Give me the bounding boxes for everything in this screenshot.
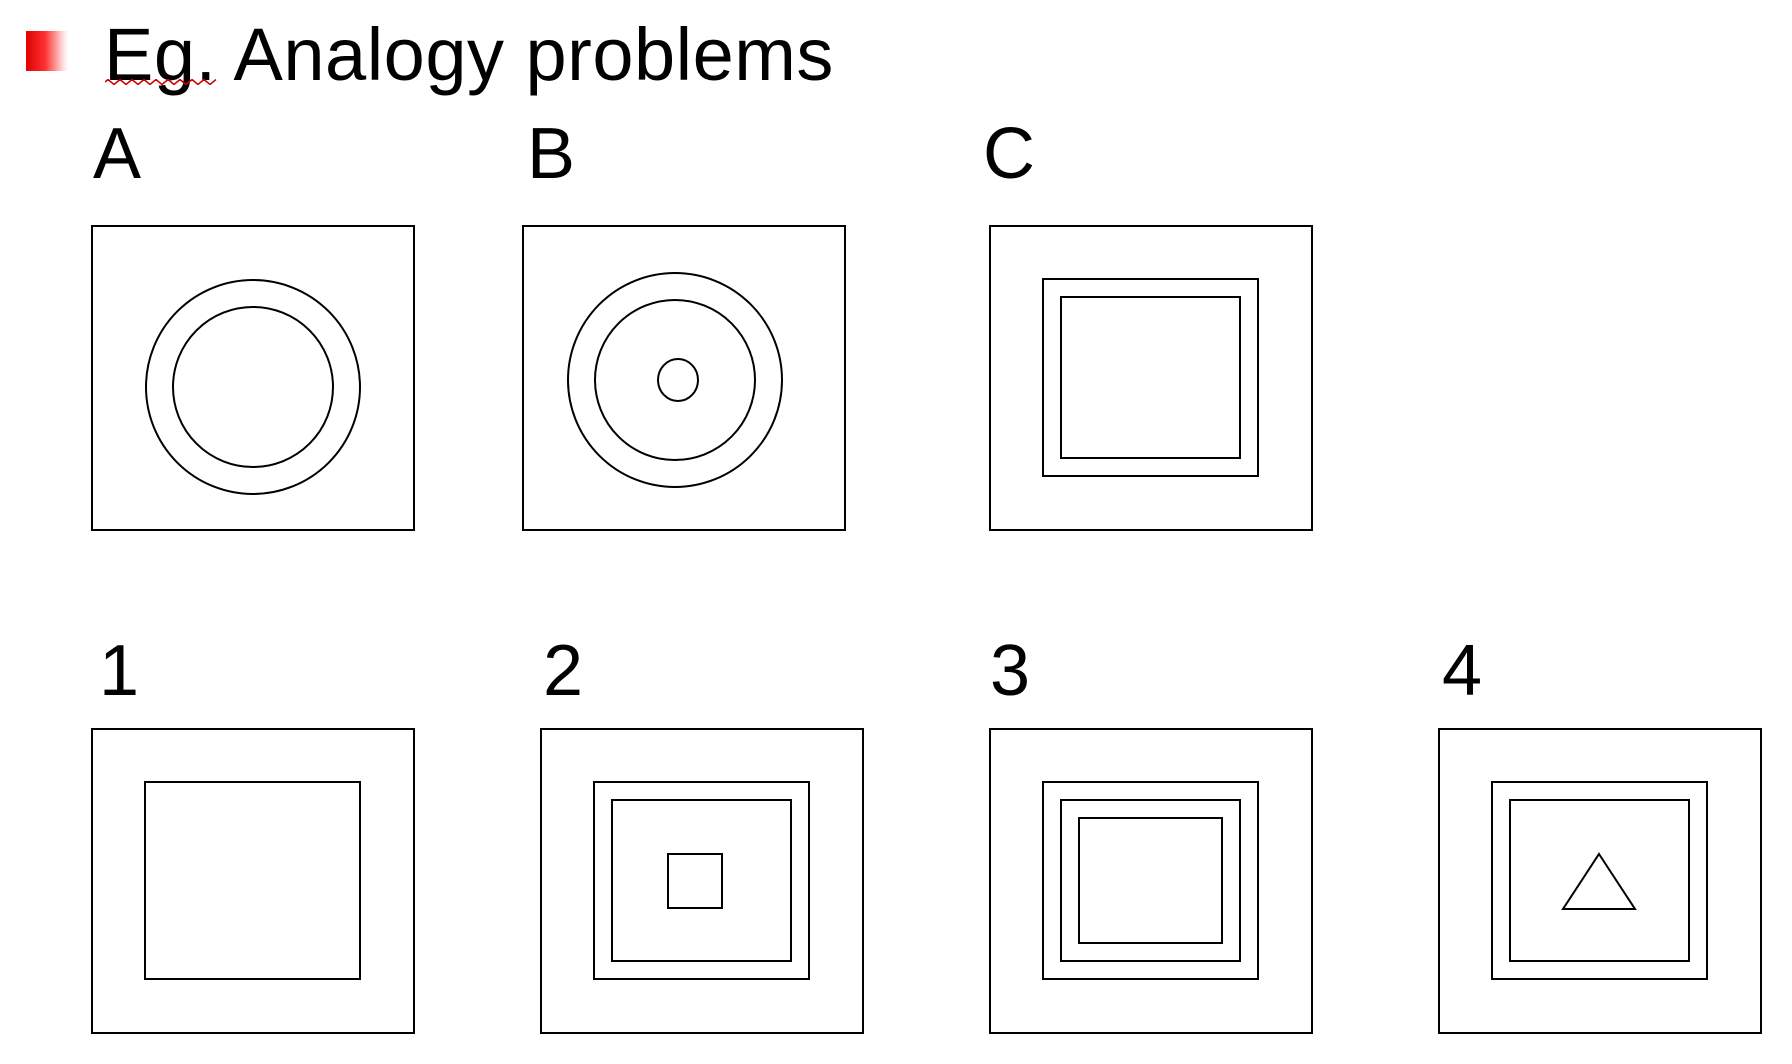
middle-square [1060,799,1241,962]
figure-1 [91,728,415,1034]
outer-square [1042,278,1259,477]
inner-square [1078,817,1223,944]
figure-4 [1438,728,1762,1034]
center-circle [657,358,699,402]
label-a: A [93,114,142,194]
label-1: 1 [99,631,140,711]
center-triangle [1561,852,1637,910]
figure-b [522,225,846,531]
outer-square [593,781,810,980]
inner-square [1060,296,1241,459]
outer-circle [145,279,361,495]
figure-c [989,225,1313,531]
label-2: 2 [543,631,584,711]
label-b: B [527,114,576,194]
inner-square [1509,799,1690,962]
center-square [667,853,723,909]
label-3: 3 [990,631,1031,711]
label-4: 4 [1442,631,1483,711]
outer-square [1042,781,1259,980]
outer-circle [567,272,783,488]
slide-title: Eg. Analogy problems [104,13,834,96]
inner-square [144,781,361,980]
outer-square [1491,781,1708,980]
label-c: C [983,114,1035,194]
figure-3 [989,728,1313,1034]
figure-a [91,225,415,531]
inner-circle [594,299,756,461]
spellcheck-underline [105,79,217,85]
inner-square [611,799,792,962]
figure-2 [540,728,864,1034]
title-bullet-icon [26,31,68,71]
inner-circle [172,306,334,468]
